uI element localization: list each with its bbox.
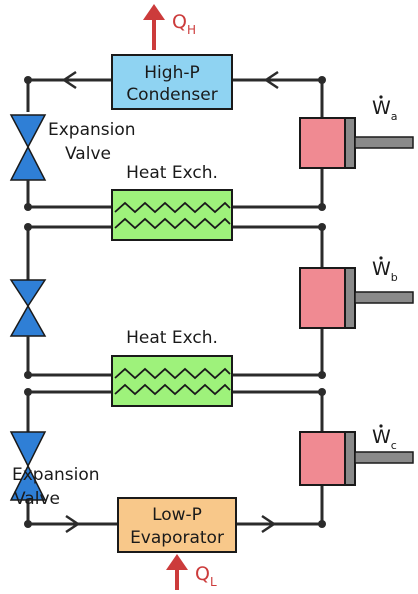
expansion-valve-middle [9, 279, 47, 337]
valve-bottom-label-line2: Valve [14, 489, 60, 509]
heat-absorbed-label: QL [195, 563, 217, 589]
flow-arrow-right-2 [261, 514, 277, 534]
flow-arrows [61, 70, 279, 534]
work-a-label: Wa [372, 97, 398, 123]
work-b-dot [379, 256, 383, 260]
evaporator-label-line2: Evaporator [130, 528, 224, 548]
heat-exchanger-bottom [111, 355, 233, 407]
compressor-c [299, 431, 414, 486]
heat-exchanger-top-coil-1 [114, 201, 231, 214]
heat-exchanger-bottom-label: Heat Exch. [126, 328, 218, 348]
heat-exchanger-top-coil-2 [114, 217, 231, 230]
work-a-dot [379, 95, 383, 99]
condenser-label-line2: Condenser [126, 85, 217, 105]
valve-bottom-label-line1: Expansion [12, 465, 100, 485]
work-b-label: Wb [372, 258, 398, 284]
condenser-label-line1: High-P [144, 63, 199, 83]
heat-absorbed-arrow [166, 554, 188, 590]
heat-rejected-arrow [143, 4, 165, 50]
flow-arrow-left-2 [263, 70, 279, 90]
compressor-a [299, 117, 414, 169]
piping-stage-bottom [26, 390, 324, 526]
heat-exchanger-top-label: Heat Exch. [126, 163, 218, 183]
junction-dots [24, 76, 326, 528]
valve-top-label-line2: Valve [65, 144, 111, 164]
work-c-dot [379, 424, 383, 428]
flow-arrow-right-1 [65, 514, 81, 534]
flow-arrow-left-1 [61, 70, 77, 90]
compressor-b [299, 267, 414, 329]
evaporator-label-line1: Low-P [152, 505, 202, 525]
heat-exchanger-bottom-coil-2 [114, 383, 231, 396]
work-c-label: Wc [372, 426, 397, 452]
heat-exchanger-bottom-coil-1 [114, 367, 231, 380]
heat-exchanger-top [111, 189, 233, 241]
piping-stage-middle [26, 225, 324, 377]
heat-rejected-label: QH [172, 11, 196, 37]
evaporator: Low-P Evaporator [117, 497, 237, 553]
condenser: High-P Condenser [111, 54, 233, 110]
expansion-valve-bottom [9, 431, 47, 501]
valve-top-label-line1: Expansion [48, 120, 136, 140]
expansion-valve-top [9, 114, 47, 181]
